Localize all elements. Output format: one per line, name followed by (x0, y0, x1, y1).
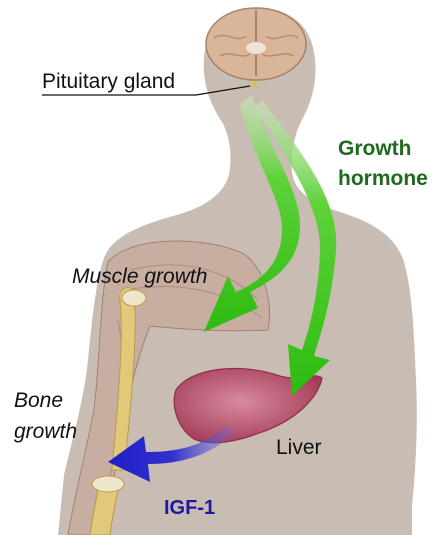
pituitary-gland-label: Pituitary gland (42, 70, 175, 94)
brain-icon (206, 8, 306, 80)
muscle-growth-label: Muscle growth (72, 265, 207, 289)
bone-growth-label-line2: growth (14, 416, 77, 447)
liver-label: Liver (276, 436, 322, 460)
growth-hormone-label: Growth hormone (338, 134, 428, 194)
bone-growth-label-line1: Bone (14, 385, 77, 416)
bone-growth-label: Bone growth (14, 385, 77, 447)
igf1-label: IGF-1 (164, 497, 215, 520)
growth-hormone-label-line1: Growth (338, 134, 428, 164)
growth-hormone-label-line2: hormone (338, 164, 428, 194)
pituitary-gland-marker (251, 81, 257, 87)
